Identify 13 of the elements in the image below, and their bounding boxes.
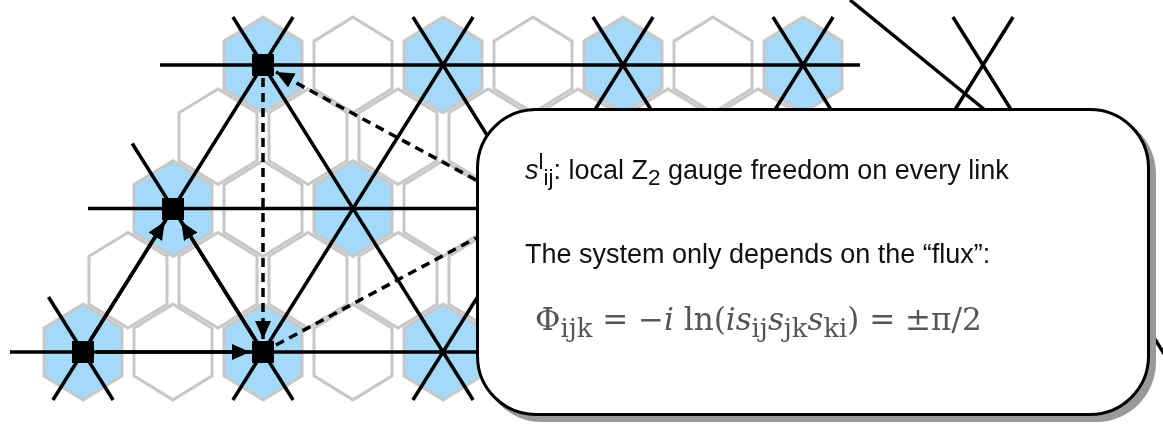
dashed-arrow — [275, 70, 477, 182]
lattice-site — [162, 197, 184, 220]
lattice-site — [252, 54, 274, 76]
flux-text: The system only depends on the “flux”: — [525, 239, 991, 270]
arrow — [179, 220, 257, 340]
gauge-freedom-text: s$^{l}$$_{ij}$: local Z$_{2}$ gauge freedom on every link — [525, 149, 1009, 192]
flux-formula: Φ$_{ijk}$ = −i ln(is$_{ij}$s$_{jk}$s$_{ki}$) = ±π/2 — [535, 301, 982, 344]
lattice-site — [252, 341, 274, 363]
dashed-line — [275, 236, 477, 347]
arrow — [89, 220, 167, 340]
dashed-arrow — [255, 78, 271, 339]
lattice-site — [72, 341, 94, 363]
arrow — [96, 344, 250, 360]
